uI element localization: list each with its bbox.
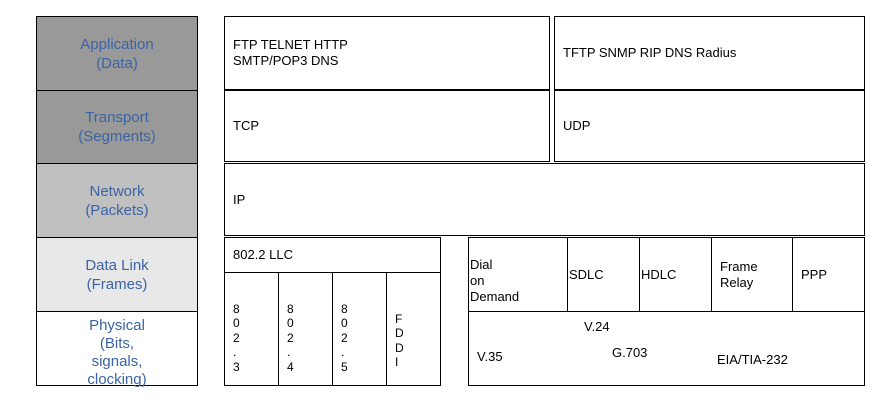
wan-protocol-dial-on-demand: Dial on Demand (468, 237, 568, 312)
application-udp-protocols-text: TFTP SNMP RIP DNS Radius (563, 45, 737, 60)
lan-standard-802-4: 8 0 2 . 4 (278, 272, 333, 386)
layer-name: Network (89, 182, 145, 200)
lan-standard-label: F D D I (395, 311, 404, 370)
layer-name: Physical (89, 316, 145, 334)
physical-interface-v35: V.35 (477, 349, 503, 364)
lan-standard-label: 8 0 2 . 5 (341, 301, 348, 374)
layer-name: Data Link (85, 256, 149, 274)
physical-interface-eia-tia-232: EIA/TIA-232 (717, 352, 788, 367)
lan-standard-802-5: 8 0 2 . 5 (332, 272, 387, 386)
wan-protocol-frame-relay: Frame Relay (711, 237, 793, 312)
physical-wan-interfaces (468, 311, 865, 386)
wan-protocol-label: HDLC (641, 266, 677, 282)
layer-transport: Transport (Segments) (36, 90, 198, 164)
wan-protocol-hdlc: HDLC (639, 237, 712, 312)
lan-standard-label: 8 0 2 . 3 (233, 301, 240, 374)
lan-standard-fddi: F D D I (386, 272, 441, 386)
application-tcp-protocols: FTP TELNET HTTP SMTP/POP3 DNS (224, 16, 550, 90)
lan-standard-label: 8 0 2 . 4 (287, 301, 294, 374)
application-tcp-protocols-text: FTP TELNET HTTP SMTP/POP3 DNS (233, 37, 348, 68)
wan-protocol-ppp: PPP (792, 237, 865, 312)
layer-unit: (Frames) (86, 275, 148, 293)
layer-unit: (Packets) (85, 201, 149, 219)
layer-name: Application (80, 35, 154, 53)
physical-interface-g703: G.703 (612, 345, 648, 360)
layer-datalink: Data Link(Frames) (36, 237, 198, 312)
layer-name: Transport (85, 109, 149, 126)
transport-udp: UDP (554, 90, 865, 162)
layer-unit: (Bits, signals, clocking) (87, 334, 147, 388)
layer-network: Network(Packets) (36, 163, 198, 238)
wan-protocol-label: PPP (801, 266, 828, 282)
wan-protocol-sdlc: SDLC (567, 237, 640, 312)
transport-tcp-label: TCP (233, 118, 259, 133)
layer-unit: (Segments) (78, 128, 156, 145)
network-ip: IP (224, 163, 865, 236)
transport-udp-label: UDP (563, 118, 591, 133)
network-ip-label: IP (233, 191, 246, 207)
wan-protocol-label: Frame Relay (720, 258, 758, 290)
application-udp-protocols: TFTP SNMP RIP DNS Radius (554, 16, 865, 90)
layer-unit: (Data) (96, 54, 138, 72)
datalink-llc: 802.2 LLC (224, 237, 441, 273)
wan-protocol-label: SDLC (569, 266, 604, 282)
layer-physical: Physical(Bits, signals, clocking) (36, 311, 198, 388)
wan-protocol-label: Dial on Demand (470, 257, 520, 304)
layer-application: Application(Data) (36, 16, 198, 91)
physical-interface-v24: V.24 (584, 319, 610, 334)
datalink-llc-label: 802.2 LLC (233, 247, 293, 262)
transport-tcp: TCP (224, 90, 550, 162)
lan-standard-802-3: 8 0 2 . 3 (224, 272, 279, 386)
